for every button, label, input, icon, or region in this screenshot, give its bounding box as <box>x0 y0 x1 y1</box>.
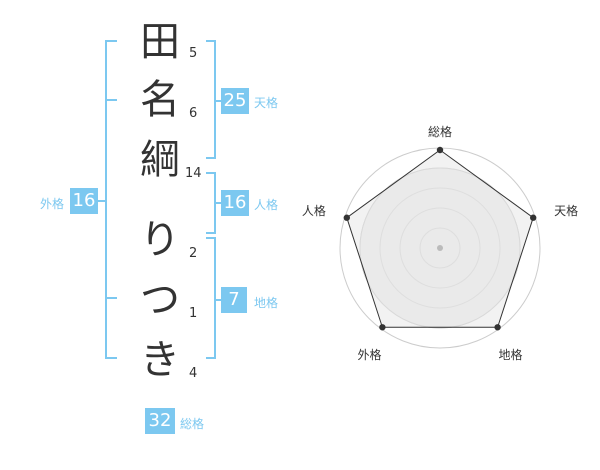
stroke-count-2: 6 <box>189 106 198 121</box>
jinkaku-value-badge: 16 <box>221 190 249 216</box>
name-char-4: り <box>140 217 180 263</box>
name-char-5: つ <box>140 277 180 323</box>
soukaku-label: 総格 <box>180 417 205 431</box>
radar-label-1: 総格 <box>428 124 452 139</box>
radar-point-2 <box>530 214 537 221</box>
radar-polygon <box>346 149 534 328</box>
stroke-count-3: 14 <box>185 166 202 181</box>
radar-point-4 <box>379 324 386 331</box>
name-char-6: き <box>140 337 180 383</box>
name-char-2: 名 <box>140 77 180 123</box>
radar-label-5: 人格 <box>302 203 326 218</box>
radar-point-5 <box>343 214 350 221</box>
jinkaku-label: 人格 <box>254 198 279 212</box>
name-char-3: 綱 <box>140 137 180 183</box>
gaikaku-value-badge: 16 <box>70 188 98 214</box>
tenkaku-value-badge: 25 <box>221 88 249 114</box>
soukaku-value-badge: 32 <box>145 408 175 434</box>
radar-center-dot <box>437 245 443 251</box>
chikaku-label: 地格 <box>254 296 279 310</box>
stroke-count-4: 2 <box>189 246 198 261</box>
radar-label-2: 天格 <box>554 203 578 218</box>
gaikaku-label: 外格 <box>40 197 65 211</box>
radar-point-3 <box>494 324 501 331</box>
radar-label-3: 地格 <box>499 347 523 362</box>
chikaku-value-badge: 7 <box>221 287 247 313</box>
stroke-count-5: 1 <box>189 306 198 321</box>
stroke-count-1: 5 <box>189 46 198 61</box>
tenkaku-label: 天格 <box>254 96 279 110</box>
name-char-1: 田 <box>140 19 180 65</box>
kaku-brackets <box>96 40 221 359</box>
radar-label-4: 外格 <box>357 347 381 362</box>
stroke-count-6: 4 <box>189 366 198 381</box>
radar-point-1 <box>436 146 444 154</box>
